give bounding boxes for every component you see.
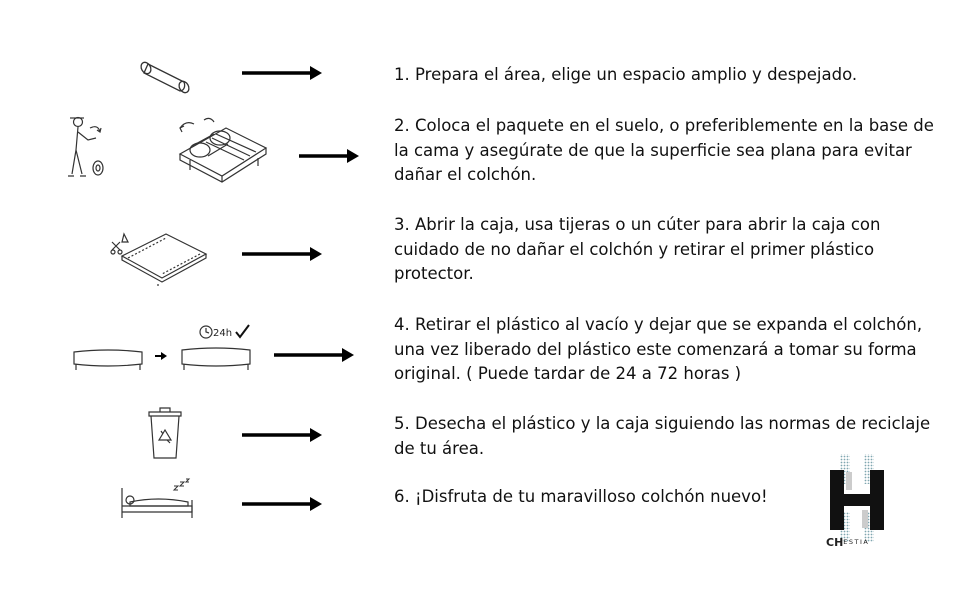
- timer-label: 24h: [213, 328, 232, 339]
- step-6-text: 6. ¡Disfruta de tu maravilloso colchón n…: [394, 487, 768, 506]
- package-on-bed-icon: [178, 117, 268, 183]
- brand-name: CHESTIA: [826, 536, 896, 549]
- person-carrying-icon: [68, 116, 104, 177]
- step-1-text: 1. Prepara el área, elige un espacio amp…: [394, 65, 858, 84]
- timer-check-icon: 24h: [199, 324, 250, 339]
- arrow-step-6: [242, 497, 322, 511]
- recycle-bin-icon: [148, 407, 182, 459]
- box-with-scissors-icon: [110, 232, 208, 286]
- step-3-text: 3. Abrir la caja, usa tijeras o un cúter…: [394, 215, 881, 283]
- arrow-step-4: [274, 348, 354, 362]
- arrow-step-2: [299, 149, 359, 163]
- sleeping-person-icon: [121, 478, 193, 518]
- brand-prefix: CH: [826, 536, 844, 549]
- arrow-step-5: [242, 428, 322, 442]
- brand-suffix: ESTIA: [843, 538, 870, 546]
- arrow-step-1: [242, 66, 322, 80]
- small-arrow-icon: [155, 352, 167, 360]
- rolled-mattress-icon: [140, 61, 190, 94]
- mattress-expanded-icon: [181, 347, 251, 370]
- arrow-step-3: [242, 247, 322, 261]
- mattress-flat-icon: [73, 349, 143, 370]
- step-5-text: 5. Desecha el plástico y la caja siguien…: [394, 414, 931, 458]
- step-4-text: 4. Retirar el plástico al vacío y dejar …: [394, 315, 923, 383]
- brand-logo: [830, 454, 884, 542]
- step-2-text: 2. Coloca el paquete en el suelo, o pref…: [394, 116, 934, 184]
